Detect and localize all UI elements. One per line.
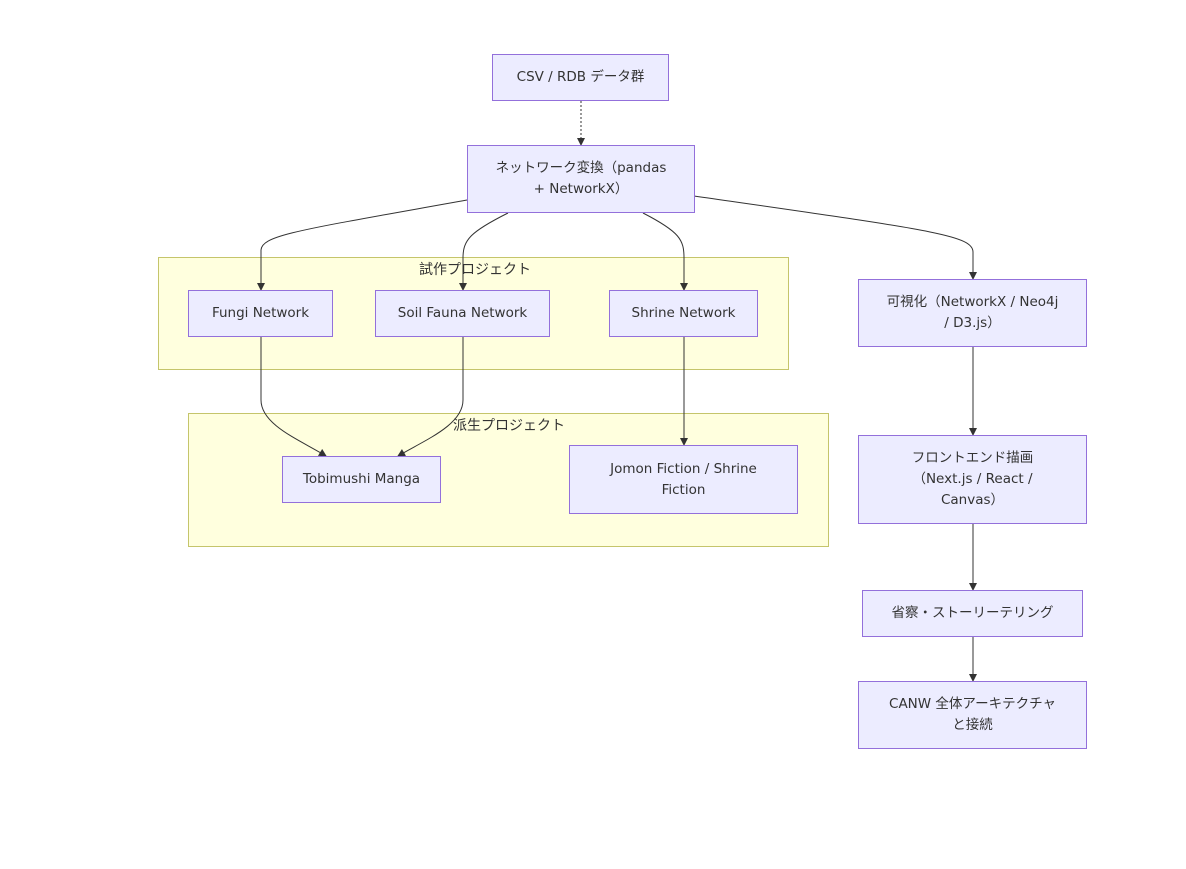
node-label: Shrine Network	[632, 303, 736, 324]
node-soil-fauna-network[interactable]: Soil Fauna Network	[375, 290, 550, 337]
node-label-line: Jomon Fiction / Shrine	[610, 460, 757, 477]
node-label-line: ネットワーク変換（pandas	[495, 160, 667, 176]
node-network-conversion[interactable]: ネットワーク変換（pandas + NetworkX）	[467, 145, 695, 213]
node-label-line: Fungi Network	[211, 305, 310, 321]
node-label-line: Fiction	[661, 481, 706, 498]
node-label-line: フロントエンド描画	[911, 450, 1034, 466]
cluster-derived-label: 派生プロジェクト	[453, 418, 565, 434]
node-label: CSV / RDB データ群	[517, 67, 645, 88]
node-label-line: Shrine Network	[631, 305, 736, 321]
node-csv-rdb-data[interactable]: CSV / RDB データ群	[492, 54, 669, 101]
node-reflection-storytelling[interactable]: 省察・ストーリーテリング	[862, 590, 1083, 637]
node-visualization[interactable]: 可視化（NetworkX / Neo4j / D3.js）	[858, 279, 1087, 347]
node-label-line: + NetworkX）	[533, 181, 629, 197]
node-label-line: Tobimushi Manga	[302, 471, 421, 487]
edge-fungi-tobimushi	[260, 337, 327, 457]
node-fungi-network[interactable]: Fungi Network	[188, 290, 333, 337]
node-label-line: Soil Fauna Network	[397, 305, 528, 321]
cluster-prototype-label: 試作プロジェクト	[419, 262, 531, 278]
node-label-line: Canvas）	[940, 492, 1005, 508]
node-shrine-network[interactable]: Shrine Network	[609, 290, 758, 337]
node-label: Fungi Network	[212, 303, 309, 324]
node-label-line: / D3.js）	[944, 315, 1001, 331]
node-label-line: （Next.js / React /	[912, 471, 1033, 487]
edge-convert-soil	[459, 212, 509, 291]
edge-convert-visual	[693, 195, 977, 280]
node-label-line: CSV / RDB データ群	[516, 69, 645, 85]
node-label: ネットワーク変換（pandas + NetworkX）	[496, 158, 667, 200]
node-label: CANW 全体アーキテクチャと接続	[889, 694, 1056, 736]
node-label: Tobimushi Manga	[303, 469, 420, 490]
edge-convert-fungi	[257, 199, 468, 291]
node-label: 省察・ストーリーテリング	[892, 603, 1054, 624]
node-label: Soil Fauna Network	[398, 303, 527, 324]
node-tobimushi-manga[interactable]: Tobimushi Manga	[282, 456, 441, 503]
node-label-line: CANW 全体アーキテクチャ	[889, 696, 1056, 712]
node-label: フロントエンド描画 （Next.js / React / Canvas）	[912, 448, 1034, 511]
node-label: 可視化（NetworkX / Neo4j / D3.js）	[887, 292, 1059, 334]
edge-convert-shrine	[642, 212, 688, 291]
node-label-line: 省察・ストーリーテリング	[891, 605, 1054, 621]
node-frontend-rendering[interactable]: フロントエンド描画 （Next.js / React / Canvas）	[858, 435, 1087, 524]
edge-soil-tobimushi	[397, 337, 464, 457]
node-label-line: と接続	[952, 717, 993, 733]
node-label-line: 可視化（NetworkX / Neo4j	[886, 294, 1059, 310]
node-canw-architecture[interactable]: CANW 全体アーキテクチャと接続	[858, 681, 1087, 749]
